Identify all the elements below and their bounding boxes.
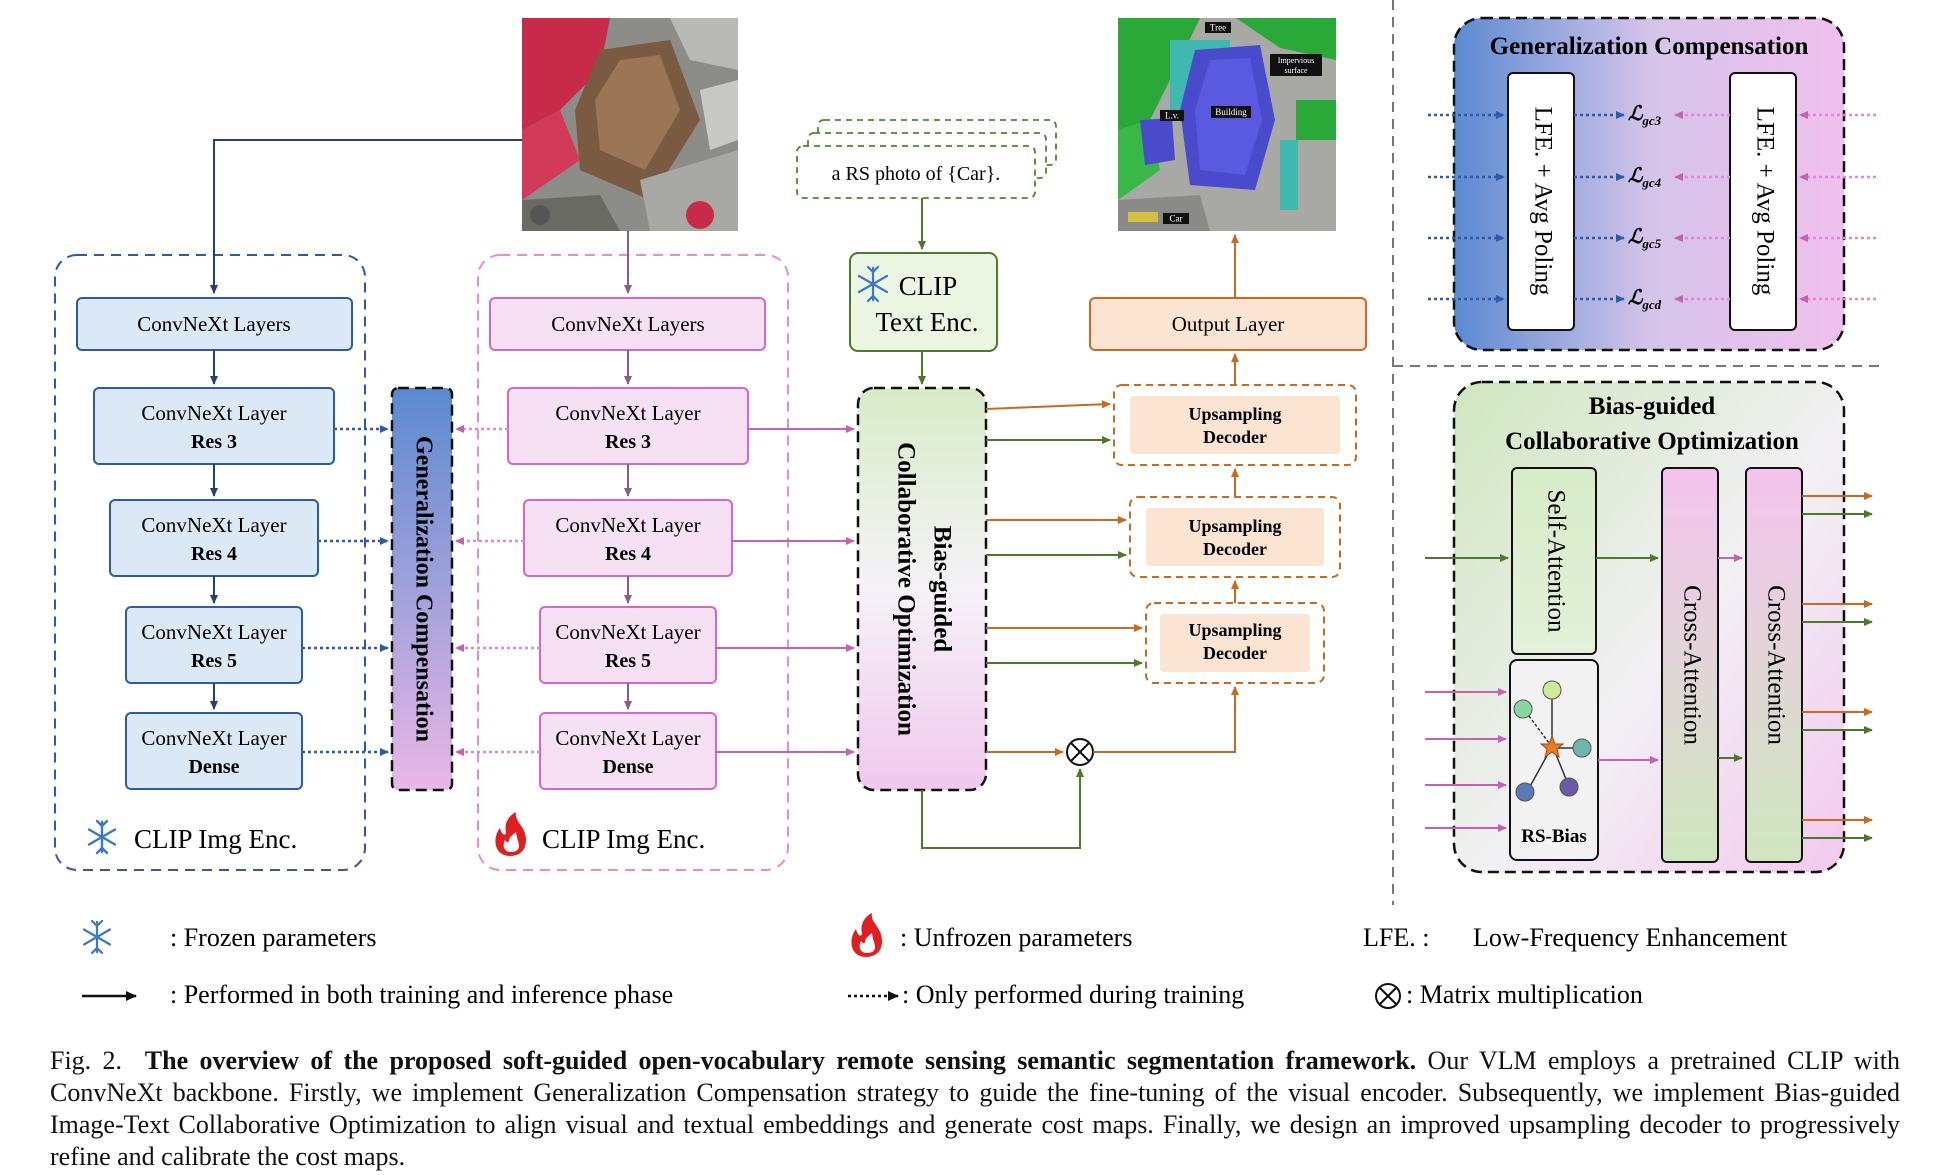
frozen-res3-title: ConvNeXt Layer bbox=[141, 401, 286, 425]
unfrozen-res5-sub: Res 5 bbox=[605, 650, 651, 672]
legend-solid-text: : Performed in both training and inferen… bbox=[170, 980, 673, 1009]
prompt-text: a RS photo of {Car}. bbox=[832, 163, 1001, 185]
lfe-left-label: LFE. + Avg Poling bbox=[1529, 107, 1556, 296]
input-aerial-image bbox=[522, 18, 738, 231]
unfrozen-dense-title: ConvNeXt Layer bbox=[555, 726, 700, 750]
gc-detail-panel: Generalization Compensation LFE. + Avg P… bbox=[1428, 16, 1876, 352]
unfrozen-res5-title: ConvNeXt Layer bbox=[555, 620, 700, 644]
bco-panel-title-2: Collaborative Optimization bbox=[1505, 428, 1799, 455]
generalization-compensation-block: Generalization Compensation bbox=[390, 386, 454, 792]
caption-bold: The overview of the proposed soft-guided… bbox=[144, 1046, 1417, 1075]
decoder-1-label-1: Upsampling bbox=[1188, 404, 1281, 424]
svg-text:Impervious: Impervious bbox=[1278, 56, 1314, 65]
frozen-dense-sub: Dense bbox=[188, 756, 239, 778]
output-layer-label: Output Layer bbox=[1172, 312, 1285, 336]
seg-label-building: Building bbox=[1215, 107, 1247, 117]
cross-attention-box-1 bbox=[1661, 467, 1719, 863]
snowflake-icon bbox=[857, 265, 889, 303]
gc-vertical-label: Generalization Compensation bbox=[410, 436, 436, 742]
frozen-encoder-label: CLIP Img Enc. bbox=[134, 824, 297, 854]
matrix-multiplication-icon bbox=[1375, 983, 1401, 1009]
snowflake-icon bbox=[87, 819, 117, 855]
frozen-res5-sub: Res 5 bbox=[191, 650, 237, 672]
bco-vertical-label-2: Collaborative Optimization bbox=[892, 442, 919, 736]
decoder-3-label-2: Decoder bbox=[1203, 643, 1267, 663]
figure-caption: Fig. 2. The overview of the proposed sof… bbox=[50, 1045, 1900, 1173]
legend: : Frozen parameters : Unfrozen parameter… bbox=[82, 913, 1788, 1009]
frozen-convnext-layers-label: ConvNeXt Layers bbox=[137, 312, 290, 336]
connection-arrows bbox=[210, 139, 1239, 849]
unfrozen-encoder-label: CLIP Img Enc. bbox=[542, 824, 705, 854]
self-attention-label: Self-Attention bbox=[1542, 489, 1569, 633]
upsampling-decoder-3: Upsampling Decoder bbox=[1145, 602, 1325, 684]
self-attention-box bbox=[1511, 467, 1597, 655]
legend-matmul-text: : Matrix multiplication bbox=[1406, 980, 1643, 1009]
seg-label-tree: Tree bbox=[1210, 23, 1226, 33]
upsampling-decoder-2: Upsampling Decoder bbox=[1129, 496, 1341, 578]
seg-label-car: Car bbox=[1170, 214, 1183, 224]
framework-diagram: Tree Impervious surface Building L.v. Ca… bbox=[54, 0, 1880, 1009]
unfrozen-res4-sub: Res 4 bbox=[605, 543, 651, 565]
output-layer bbox=[1089, 297, 1367, 351]
unfrozen-res3-title: ConvNeXt Layer bbox=[555, 401, 700, 425]
matrix-multiplication-icon bbox=[1066, 738, 1094, 766]
legend-lfe-value: Low-Frequency Enhancement bbox=[1473, 923, 1788, 952]
unfrozen-res4-title: ConvNeXt Layer bbox=[555, 513, 700, 537]
segmentation-output-image: Tree Impervious surface Building L.v. Ca… bbox=[1118, 18, 1336, 231]
caption-label: Fig. 2. bbox=[50, 1046, 123, 1075]
legend-frozen-text: : Frozen parameters bbox=[170, 923, 376, 952]
frozen-res4-sub: Res 4 bbox=[191, 543, 237, 565]
clip-text-encoder: CLIP Text Enc. bbox=[849, 252, 998, 352]
lfe-right-box bbox=[1729, 72, 1797, 331]
frozen-res4-title: ConvNeXt Layer bbox=[141, 513, 286, 537]
bias-guided-collaborative-optimization-block: Bias-guided Collaborative Optimization bbox=[856, 386, 988, 792]
fire-icon bbox=[495, 812, 526, 856]
bco-vertical-label-1: Bias-guided bbox=[928, 526, 955, 653]
snowflake-icon bbox=[82, 919, 112, 955]
seg-label-lv: L.v. bbox=[1165, 111, 1179, 121]
unfrozen-res3-sub: Res 3 bbox=[605, 431, 651, 453]
rs-bias-label: RS-Bias bbox=[1521, 826, 1586, 847]
frozen-res3-sub: Res 3 bbox=[191, 431, 237, 453]
frozen-clip-image-encoder: ConvNeXt Layers ConvNeXt Layer Res 3 Con… bbox=[54, 254, 366, 871]
svg-text:surface: surface bbox=[1284, 66, 1308, 75]
lfe-right-label: LFE. + Avg Poling bbox=[1751, 107, 1778, 296]
text-encoder-label-2: Text Enc. bbox=[875, 307, 978, 337]
unfrozen-clip-image-encoder: ConvNeXt Layers ConvNeXt Layer Res 3 Con… bbox=[477, 254, 789, 871]
decoder-3-label-1: Upsampling bbox=[1188, 620, 1281, 640]
legend-lfe-key: LFE. : bbox=[1363, 923, 1429, 952]
cross-attention-label-2: Cross-Attention bbox=[1762, 585, 1789, 745]
fire-icon bbox=[851, 913, 882, 957]
upsampling-decoder-1: Upsampling Decoder bbox=[1113, 384, 1357, 466]
decoder-1-label-2: Decoder bbox=[1203, 427, 1267, 447]
bco-panel-title-1: Bias-guided bbox=[1589, 393, 1716, 420]
cross-attention-box-2 bbox=[1745, 467, 1803, 863]
frozen-dense-title: ConvNeXt Layer bbox=[141, 726, 286, 750]
decoder-2-label-2: Decoder bbox=[1203, 539, 1267, 559]
lfe-left-box bbox=[1507, 72, 1575, 331]
cross-attention-label-1: Cross-Attention bbox=[1678, 585, 1705, 745]
rs-bias-graph-icon bbox=[1513, 680, 1592, 802]
text-prompt-stack: a RS photo of {Car}. bbox=[796, 119, 1057, 199]
gc-panel-title: Generalization Compensation bbox=[1490, 33, 1809, 60]
legend-unfrozen-text: : Unfrozen parameters bbox=[900, 923, 1132, 952]
bco-detail-panel: Bias-guided Collaborative Optimization S… bbox=[1425, 380, 1873, 874]
frozen-res5-title: ConvNeXt Layer bbox=[141, 620, 286, 644]
legend-dotted-text: : Only performed during training bbox=[902, 980, 1244, 1009]
decoder-2-label-1: Upsampling bbox=[1188, 516, 1281, 536]
text-encoder-label-1: CLIP bbox=[899, 271, 958, 301]
loss-gcd: ℒgcd bbox=[1628, 287, 1662, 312]
unfrozen-convnext-layers-label: ConvNeXt Layers bbox=[551, 312, 704, 336]
caption-text: Our VLM employs a pretrained CLIP with C… bbox=[50, 1046, 1901, 1171]
unfrozen-dense-sub: Dense bbox=[602, 756, 653, 778]
